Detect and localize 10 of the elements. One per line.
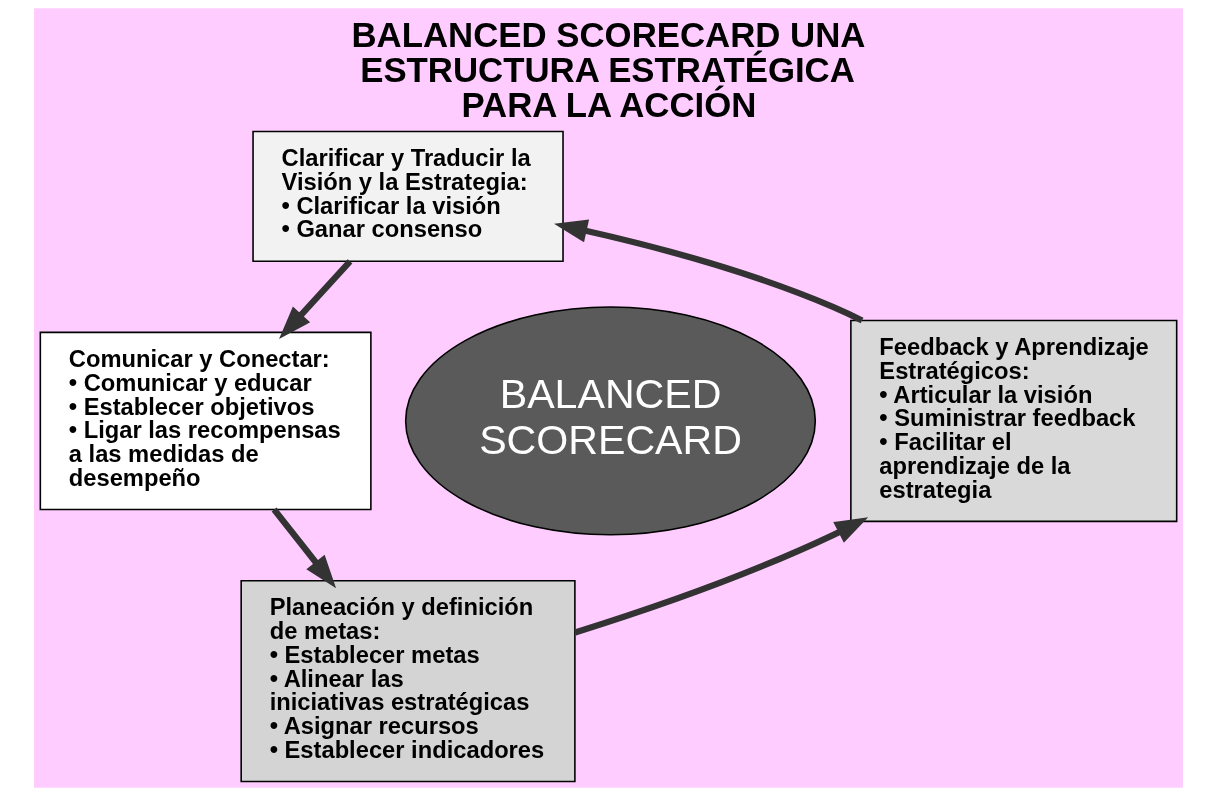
diagram-title: BALANCED SCORECARD UNA ESTRUCTURA ESTRATÉGICA PARA LA ACCIÓN xyxy=(351,16,866,124)
arrow xyxy=(574,517,869,636)
node-ellipse: BALANCED SCORECARD xyxy=(404,306,817,536)
node-box: Comunicar y Conectar: • Comunicar y educar • Establecer objetivos • Ligar las recompensas a las medidas de desempeño xyxy=(39,331,372,511)
arrow xyxy=(554,219,864,324)
node-box: Planeación y definición de metas: • Establecer metas • Alinear las iniciativas estratégicas • Asignar recursos • Establecer indicadores xyxy=(240,579,576,783)
arrow xyxy=(271,507,337,589)
arrow xyxy=(279,259,353,340)
node-box: Feedback y Aprendizaje Estratégicos: • Articular la visión • Suministrar feedback • Facilitar el aprendizaje de la estrategia xyxy=(850,319,1178,523)
node-box: Clarificar y Traducir la Visión y la Estrategia: • Clarificar la visión • Ganar consenso xyxy=(252,130,564,262)
